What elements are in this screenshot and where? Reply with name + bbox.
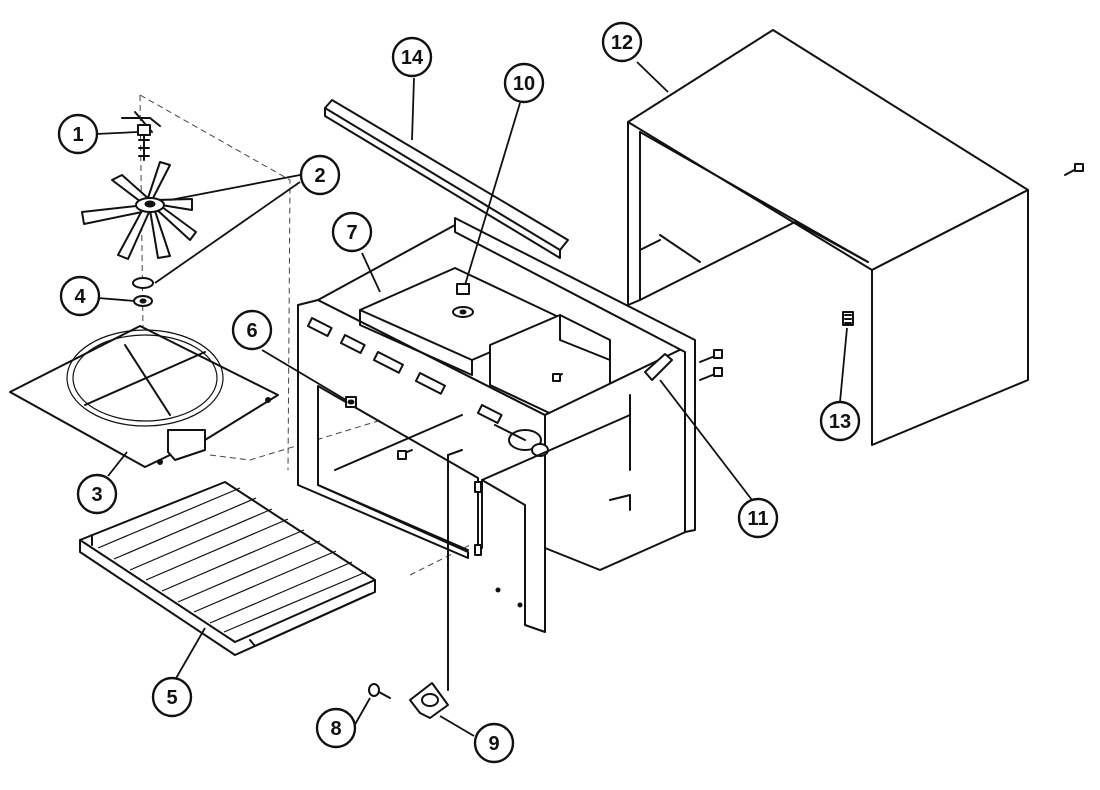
callout-8: 8: [315, 707, 357, 749]
fan-nut-part: [121, 111, 161, 161]
leader-lines: [95, 61, 848, 737]
callout-11: 11: [737, 497, 779, 539]
callout-6: 6: [231, 309, 273, 351]
callout-3-label: 3: [91, 484, 102, 506]
callout-9: 9: [473, 722, 515, 764]
callout-2-label: 2: [314, 165, 325, 187]
callout-13-label: 13: [829, 411, 851, 433]
fan-blade-part: [81, 161, 197, 260]
callout-7: 7: [331, 211, 373, 253]
nut-part-10: [452, 283, 474, 318]
cabinet-clip-part: [842, 311, 854, 326]
callout-5: 5: [151, 676, 193, 718]
screws: [397, 163, 1084, 460]
callout-12-label: 12: [611, 32, 633, 54]
washer-part: [132, 277, 154, 307]
callout-13: 13: [819, 400, 861, 442]
callout-8-label: 8: [330, 718, 341, 740]
oven-rack-part: [79, 481, 376, 656]
oven-cavity-part: [297, 217, 696, 633]
callout-11-label: 11: [747, 508, 768, 530]
bracket-part: [644, 353, 673, 381]
callout-4-label: 4: [74, 286, 86, 308]
callout-1-label: 1: [72, 124, 83, 146]
screw-part-8: [368, 683, 391, 699]
lamp-bracket-part: [409, 449, 463, 719]
callout-12: 12: [601, 21, 643, 63]
callout-5-label: 5: [166, 687, 177, 709]
callout-14-label: 14: [401, 47, 424, 69]
fan-baffle-part: [9, 325, 279, 468]
top-strip-part: [324, 99, 569, 259]
callout-14: 14: [391, 36, 433, 78]
outer-cabinet-part: [627, 29, 1029, 446]
callout-2: 2: [299, 154, 341, 196]
callout-9-label: 9: [488, 733, 499, 755]
nut-part-6: [345, 396, 357, 408]
callout-3: 3: [76, 473, 118, 515]
callout-10-label: 10: [513, 73, 535, 95]
callout-7-label: 7: [346, 222, 357, 244]
callout-6-label: 6: [246, 320, 257, 342]
callout-4: 4: [59, 275, 101, 317]
callout-1: 1: [57, 113, 99, 155]
callout-10: 10: [503, 62, 545, 104]
